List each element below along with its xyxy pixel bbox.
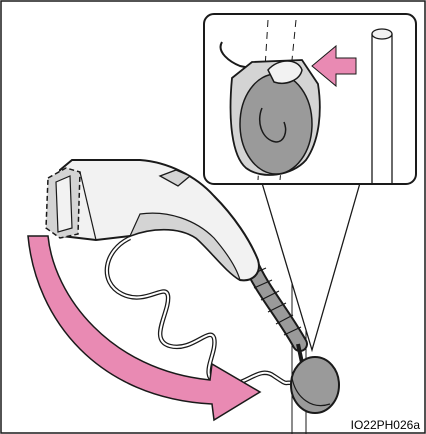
lock-holder-face	[240, 74, 312, 174]
connector-plug-face	[56, 176, 72, 232]
inset-pole-top	[372, 29, 392, 39]
figure-code-label: IO22PH026a	[351, 418, 420, 432]
zoom-inset	[204, 14, 416, 184]
